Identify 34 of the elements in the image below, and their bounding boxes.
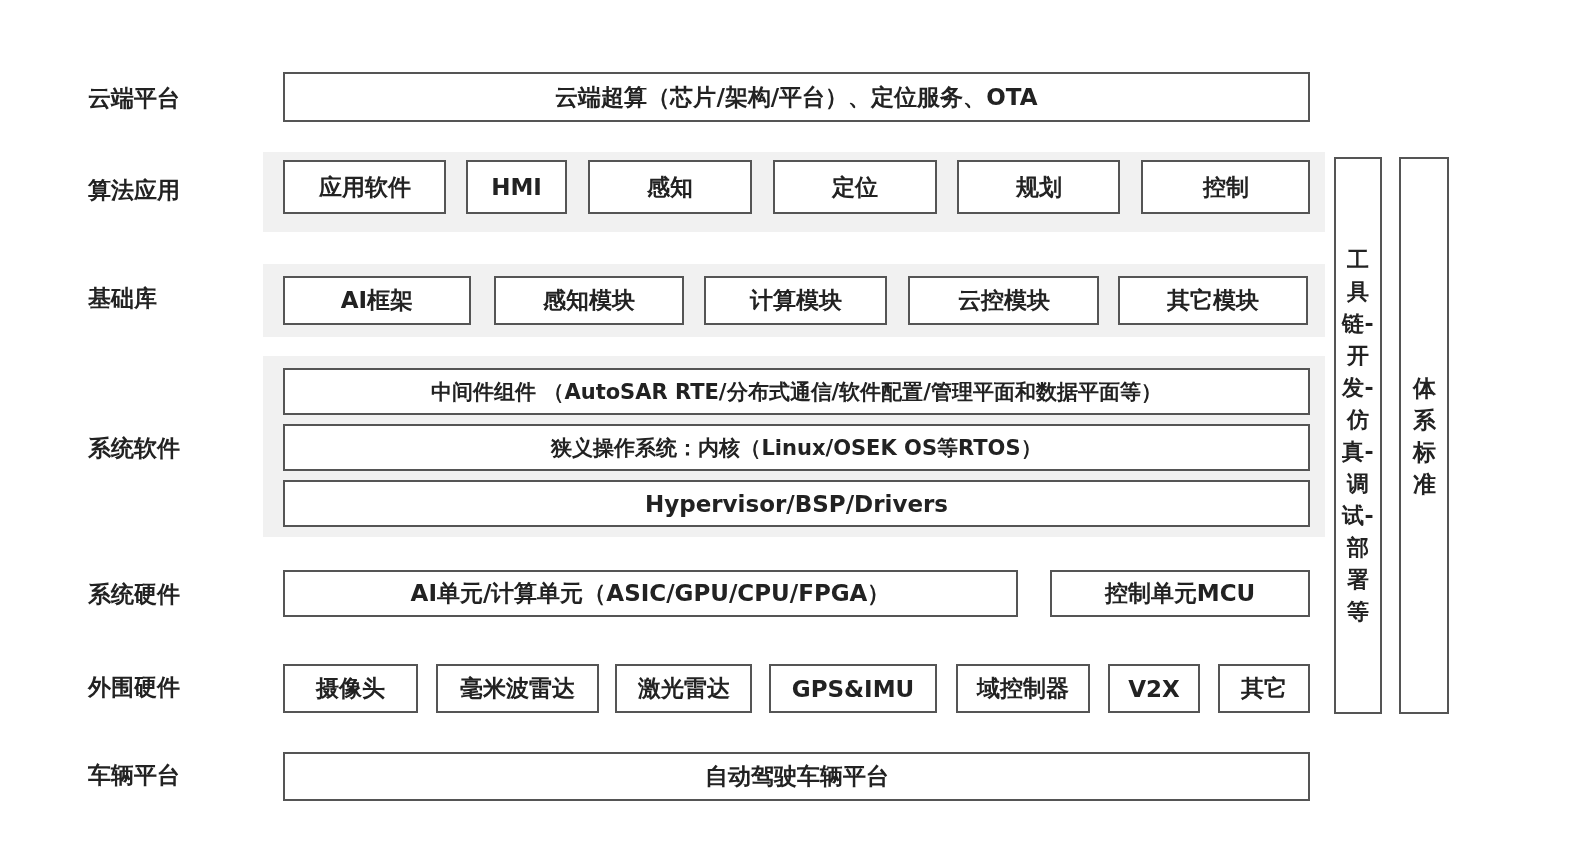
layer-label: 算法应用 [88,176,180,205]
layer-label: 车辆平台 [88,761,180,790]
component-box: 其它模块 [1118,276,1308,325]
component-box: 感知 [588,160,752,214]
layer-label: 系统硬件 [88,580,180,609]
layer-label: 云端平台 [88,84,180,113]
component-box: 激光雷达 [615,664,752,713]
component-box: 自动驾驶车辆平台 [283,752,1310,801]
component-box: 中间件组件 （AutoSAR RTE/分布式通信/软件配置/管理平面和数据平面等） [283,368,1310,415]
component-box: 域控制器 [956,664,1090,713]
vertical-layer-box: 体系标准 [1399,157,1449,714]
component-box: Hypervisor/BSP/Drivers [283,480,1310,527]
component-box: 毫米波雷达 [436,664,599,713]
component-box: 云端超算（芯片/架构/平台）、定位服务、OTA [283,72,1310,122]
component-box: GPS&IMU [769,664,937,713]
component-box: 定位 [773,160,937,214]
layer-label: 外围硬件 [88,673,180,702]
component-box: 规划 [957,160,1120,214]
component-box: 云控模块 [908,276,1099,325]
component-box: 计算模块 [704,276,887,325]
component-box: AI框架 [283,276,471,325]
component-box: 感知模块 [494,276,684,325]
component-box: 摄像头 [283,664,418,713]
layer-label: 基础库 [88,284,157,313]
component-box: 其它 [1218,664,1310,713]
component-box: 狭义操作系统：内核（Linux/OSEK OS等RTOS） [283,424,1310,471]
layer-label: 系统软件 [88,434,180,463]
component-box: V2X [1108,664,1200,713]
vertical-layer-box: 工具链-开发-仿真-调试-部署等 [1334,157,1382,714]
component-box: 控制单元MCU [1050,570,1310,617]
component-box: 控制 [1141,160,1310,214]
component-box: AI单元/计算单元（ASIC/GPU/CPU/FPGA） [283,570,1018,617]
component-box: HMI [466,160,567,214]
component-box: 应用软件 [283,160,446,214]
